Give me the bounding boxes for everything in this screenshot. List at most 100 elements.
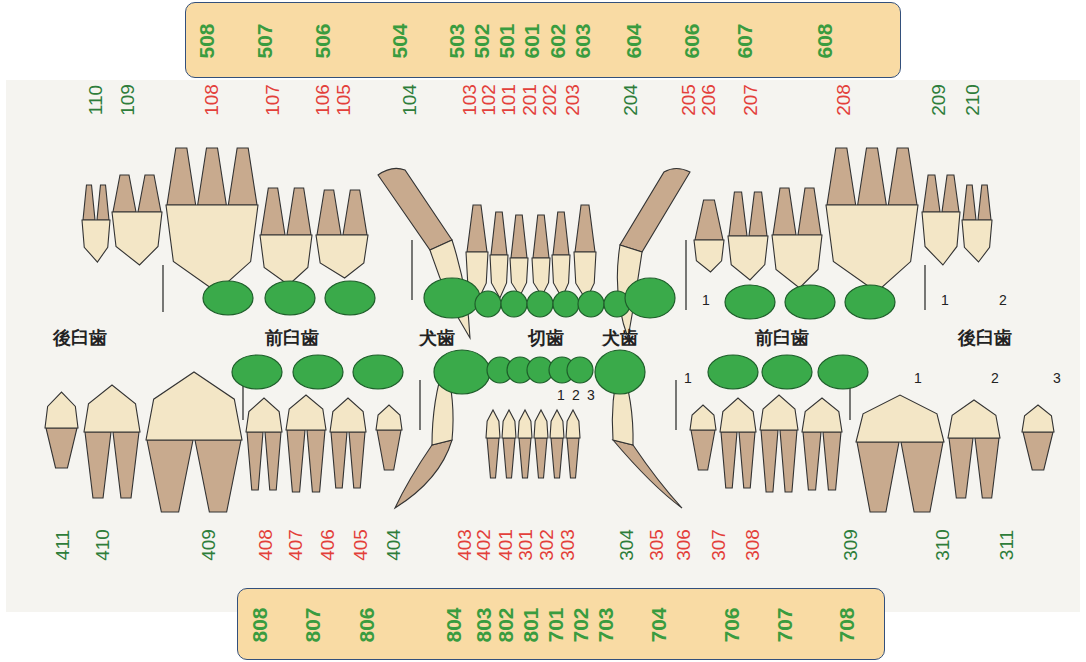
tooth-number: 405 [351,529,370,561]
tooth-number: 103 [460,84,479,116]
tooth-root [567,438,579,478]
tooth-root [695,200,723,240]
tooth-marker [567,357,593,383]
tooth-root [113,432,139,498]
number-box: 5085075065045035025016016026036046066076… [185,2,901,78]
position-number: 2 [999,293,1007,307]
position-number: 3 [1053,371,1061,385]
position-number: 1 [941,293,949,307]
box-number: 604 [623,23,644,58]
tooth-root [487,438,499,478]
tooth-crown [826,205,918,292]
tooth-crown [962,220,992,262]
tooth-root [331,432,347,488]
tooth-root [491,212,507,255]
box-number: 804 [443,607,464,642]
group-separator [924,265,925,310]
tooth-number: 301 [516,529,535,561]
chart-ground [6,80,1080,612]
tooth-number: 108 [202,84,221,116]
tooth-root [942,175,959,212]
tooth-root [551,438,563,478]
box-number: 707 [774,607,795,642]
tooth-marker [625,278,675,318]
tooth-crown [45,392,78,428]
tooth-number: 106 [313,84,332,116]
group-separator [162,265,163,312]
tooth-number: 411 [53,530,72,560]
tooth-marker [203,281,253,315]
tooth-group-name: 前臼歯 [755,329,809,347]
tooth-root [827,148,856,205]
tooth-number: 407 [286,529,305,561]
position-number: 2 [991,371,999,385]
box-number: 508 [196,23,217,58]
tooth-number: 302 [537,529,556,561]
position-number: 1 [684,371,692,385]
tooth-marker [353,355,403,389]
tooth-root [265,432,281,490]
tooth-number: 403 [455,529,474,561]
tooth-number: 305 [647,529,666,561]
tooth-root [511,215,527,258]
box-number: 603 [572,23,593,58]
tooth-crown [510,258,528,296]
tooth-crown [760,395,798,430]
box-number: 807 [302,607,323,642]
box-number: 503 [446,23,467,58]
tooth-number: 201 [520,84,539,116]
tooth-root [888,148,917,205]
box-number: 506 [312,23,333,58]
tooth-crown [802,398,842,432]
tooth-root [691,430,715,470]
position-number: 3 [587,388,595,402]
tooth-root [803,432,821,490]
tooth-number: 207 [741,84,760,116]
tooth-root [138,175,161,212]
box-number: 801 [520,607,541,642]
tooth-marker [475,291,501,317]
tooth-marker [785,285,835,319]
tooth-root [978,185,991,220]
tooth-marker [265,281,315,315]
group-separator [419,380,420,430]
tooth-number: 304 [617,529,636,561]
box-number: 808 [249,607,270,642]
tooth-crown [376,405,402,430]
tooth-marker [325,281,375,315]
box-number: 803 [473,607,494,642]
tooth-crown [772,235,822,288]
tooth-root [85,432,111,498]
tooth-crown [550,410,564,438]
box-number: 703 [595,607,616,642]
box-number: 802 [495,607,516,642]
tooth-marker [578,291,604,317]
tooth-root [261,188,285,235]
tooth-crown [1022,405,1054,432]
tooth-root [749,192,767,236]
group-separator [675,380,676,430]
tooth-group-name: 犬歯 [419,329,455,347]
tooth-root [901,442,943,512]
tooth-root [533,215,549,258]
tooth-group-name: 後臼歯 [53,329,107,347]
tooth-root [97,185,109,220]
tooth-number: 109 [118,84,137,116]
tooth-marker [818,355,868,389]
tooth-crown [82,220,110,262]
tooth-crown [728,236,768,280]
tooth-root [167,148,196,205]
tooth-crown [260,235,312,285]
tooth-number: 204 [621,84,640,116]
tooth-root [198,148,227,205]
tooth-number: 203 [563,84,582,116]
tooth-root [535,438,547,478]
tooth-root [467,205,487,252]
tooth-number: 410 [93,529,112,561]
tooth-root [553,212,569,255]
tooth-root [729,192,747,236]
tooth-root [857,442,899,512]
tooth-marker [762,355,812,389]
tooth-root [963,185,976,220]
